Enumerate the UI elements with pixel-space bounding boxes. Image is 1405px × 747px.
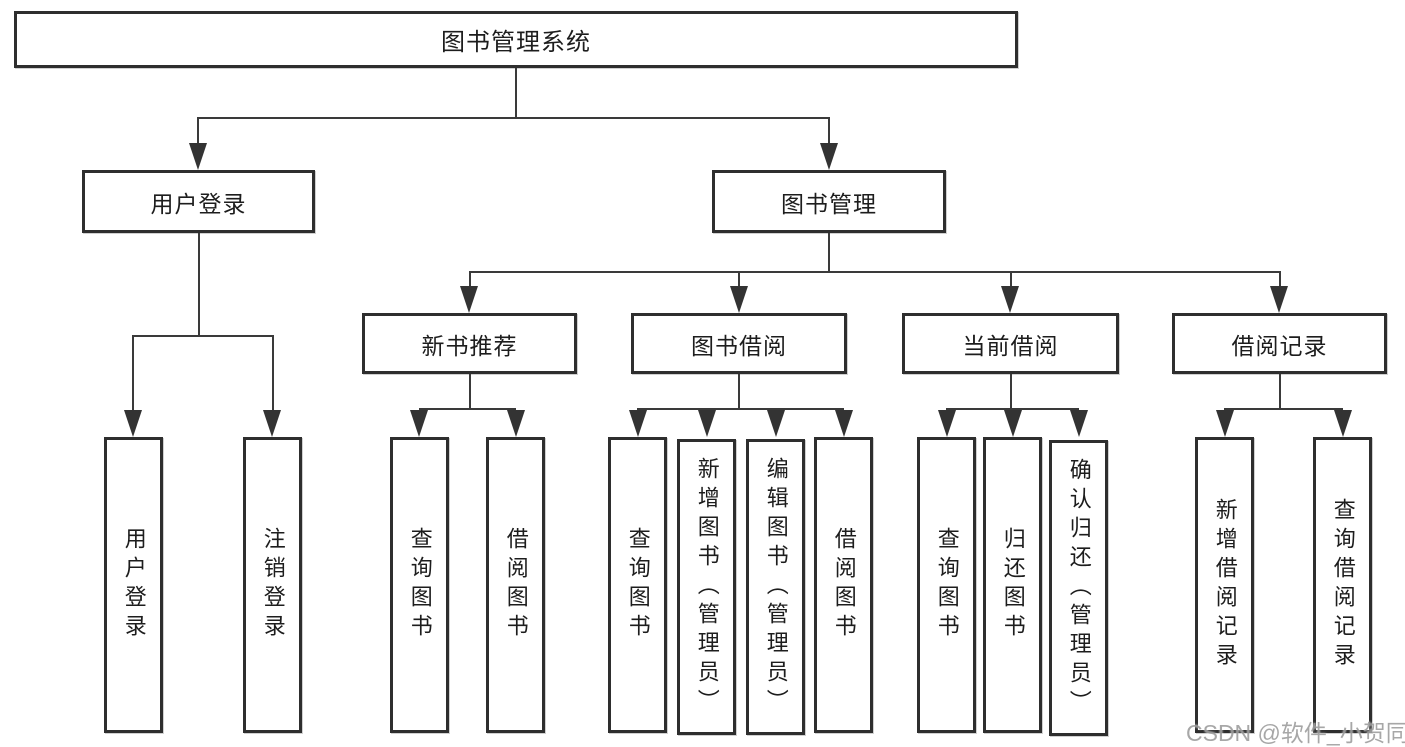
node-user-login-group: 用户登录 [82,170,315,233]
edge-to-user-login-group [197,117,199,144]
node-bb-edit-books-admin-label: 编辑图书（管理员） [763,456,789,718]
node-library-system: 图书管理系统 [14,11,1018,68]
arrowhead-br-add [1216,410,1234,437]
arrowhead-book-mgmt [820,143,838,170]
edge-bb-bar [637,408,844,410]
arrowhead-book-borrow [730,286,748,313]
node-nb-borrow-books-label: 借阅图书 [503,527,529,643]
node-logout-label: 注销登录 [260,527,286,643]
edge-root-bar [198,117,830,119]
node-br-add-record-label: 新增借阅记录 [1212,498,1238,672]
edge-nbr-bar [419,408,516,410]
node-br-query-record-label: 查询借阅记录 [1330,498,1356,672]
edge-bm-stem [828,233,830,272]
node-current-borrow-label: 当前借阅 [962,332,1059,359]
edge-root-stem [515,68,517,118]
edge-to-book-mgmt [828,117,830,144]
arrowhead-new-book-rec [460,286,478,313]
edge-nbr-stem [469,374,471,409]
node-book-borrow: 图书借阅 [631,313,847,374]
node-library-system-label: 图书管理系统 [441,29,591,56]
node-user-login-group-label: 用户登录 [150,190,247,217]
edge-bm-bar [469,271,1280,273]
edge-ulg-bar [133,335,273,337]
arrowhead-bb-add [698,410,716,437]
node-cb-confirm-return-admin-label: 确认归还（管理员） [1066,457,1092,719]
arrowhead-user-login [124,410,142,437]
node-cb-query-books-label: 查询图书 [934,527,960,643]
edge-to-user-login [132,335,134,412]
arrowhead-cb-confirm [1070,410,1088,437]
edge-br-bar [1224,408,1343,410]
edge-ulg-stem [198,233,200,336]
edge-cb-bar [946,408,1079,410]
node-bb-add-books-admin-label: 新增图书（管理员） [694,456,720,718]
node-user-login: 用户登录 [104,437,163,733]
arrowhead-current-borrow [1001,286,1019,313]
arrowhead-br-query [1334,410,1352,437]
node-book-mgmt-label: 图书管理 [781,190,877,217]
node-br-query-record: 查询借阅记录 [1313,437,1372,733]
edge-bb-stem [738,374,740,409]
node-borrow-records-label: 借阅记录 [1231,332,1328,359]
node-bb-query-books-label: 查询图书 [625,527,651,643]
node-br-add-record: 新增借阅记录 [1195,437,1254,733]
node-nb-query-books: 查询图书 [390,437,449,733]
edge-to-current-borrow [1010,271,1012,287]
csdn-watermark: CSDN @软件_小贺同学 [1186,720,1405,746]
node-logout: 注销登录 [243,437,302,733]
node-nb-borrow-books: 借阅图书 [486,437,545,733]
edge-to-book-borrow [738,271,740,287]
node-borrow-records: 借阅记录 [1172,313,1387,374]
node-new-book-rec-label: 新书推荐 [421,332,518,359]
edge-br-stem [1279,374,1281,409]
node-bb-borrow-books-label: 借阅图书 [831,527,857,643]
node-cb-return-books-label: 归还图书 [1000,527,1026,643]
edge-cb-stem [1010,374,1012,409]
node-bb-edit-books-admin: 编辑图书（管理员） [746,439,805,735]
edge-to-logout [272,335,274,412]
node-book-borrow-label: 图书借阅 [691,332,787,359]
node-current-borrow: 当前借阅 [902,313,1119,374]
arrowhead-bb-borrow [835,410,853,437]
arrowhead-nb-query [410,410,428,437]
arrowhead-cb-query [938,410,956,437]
arrowhead-bb-query [629,410,647,437]
node-cb-return-books: 归还图书 [983,437,1042,733]
arrowhead-borrow-records [1270,286,1288,313]
node-new-book-rec: 新书推荐 [362,313,577,374]
arrowhead-nb-borrow [507,410,525,437]
node-bb-borrow-books: 借阅图书 [814,437,873,733]
arrowhead-logout [263,410,281,437]
node-book-mgmt: 图书管理 [712,170,946,233]
arrowhead-bb-edit [767,410,785,437]
node-cb-query-books: 查询图书 [917,437,976,733]
node-nb-query-books-label: 查询图书 [407,527,433,643]
node-user-login-label: 用户登录 [121,527,147,643]
node-cb-confirm-return-admin: 确认归还（管理员） [1049,440,1108,736]
edge-to-new-book-rec [469,271,471,287]
node-bb-add-books-admin: 新增图书（管理员） [677,439,736,735]
arrowhead-user-login-group [189,143,207,170]
arrowhead-cb-return [1004,410,1022,437]
edge-to-borrow-records [1279,271,1281,287]
node-bb-query-books: 查询图书 [608,437,667,733]
